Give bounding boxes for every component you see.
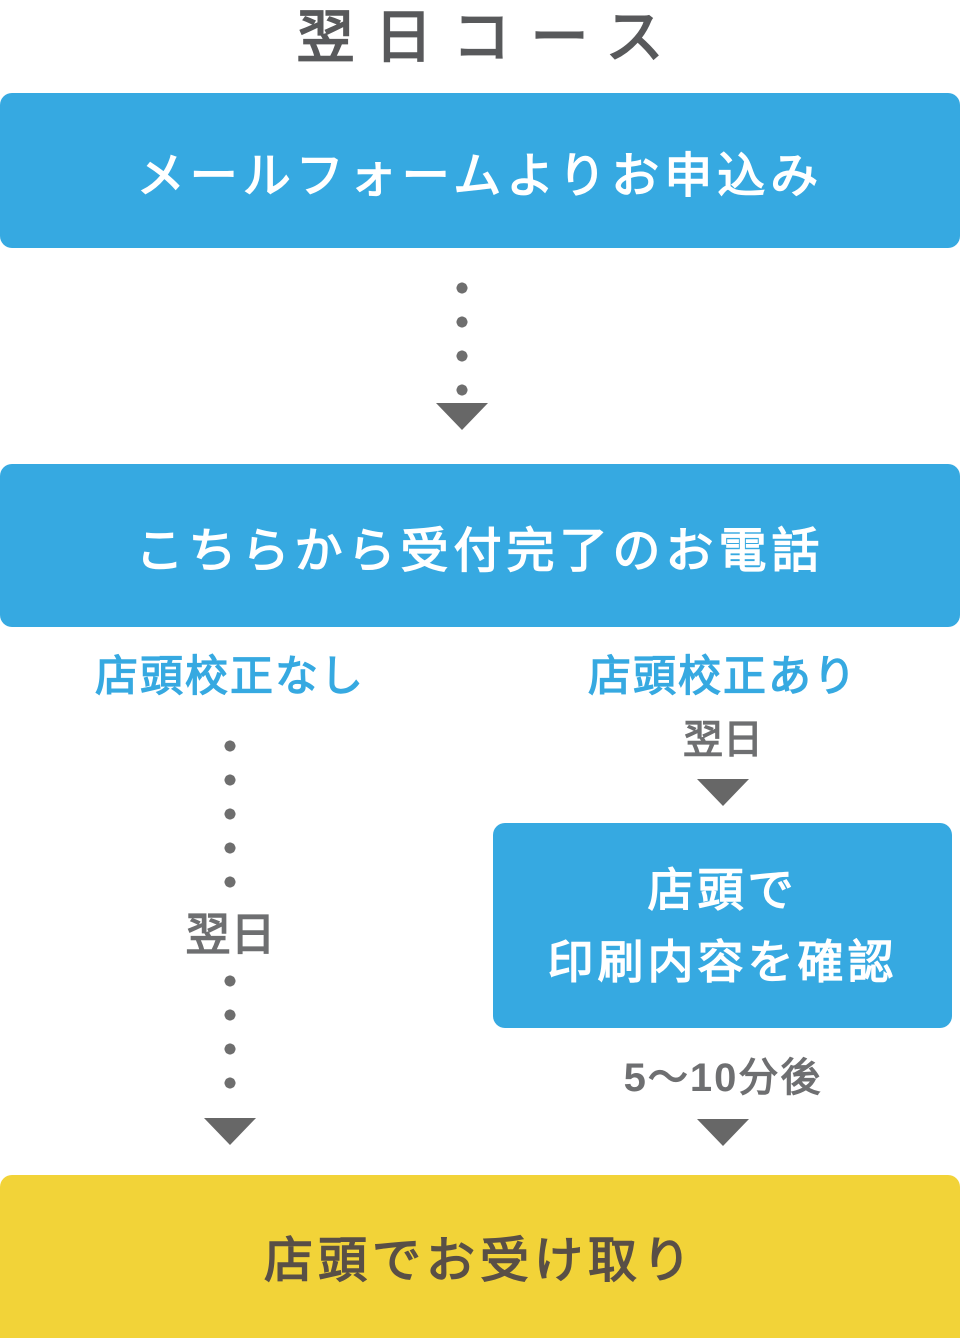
dotted-line	[456, 271, 468, 407]
step-phone-confirm-box: こちらから受付完了のお電話	[0, 464, 960, 627]
step-mail-form-label: メールフォームよりお申込み	[136, 149, 824, 203]
step-store-check-box: 店頭で 印刷内容を確認	[493, 823, 952, 1028]
dotted-line	[224, 729, 236, 899]
step-pickup-box: 店頭でお受け取り	[0, 1175, 960, 1338]
step-store-check-line1: 店頭で	[647, 863, 798, 916]
step-phone-confirm-label: こちらから受付完了のお電話	[135, 524, 825, 578]
arrow-down-icon	[436, 403, 488, 430]
dotted-line	[224, 964, 236, 1100]
branch-with-proof-label: 店頭校正あり	[588, 653, 858, 701]
arrow-down-icon	[204, 1118, 256, 1145]
step-pickup-label: 店頭でお受け取り	[263, 1234, 696, 1288]
left-branch-timing-note: 翌日	[163, 897, 298, 963]
arrow-down-icon	[697, 779, 749, 806]
page-title: 翌日コース	[296, 5, 684, 70]
right-branch-timing-note: 翌日	[683, 718, 763, 762]
step-mail-form-box: メールフォームよりお申込み	[0, 93, 960, 248]
right-branch-wait-note: 5〜10分後	[623, 1056, 823, 1100]
arrow-down-icon	[697, 1119, 749, 1146]
step-store-check-line2: 印刷内容を確認	[547, 935, 898, 988]
branch-no-proof-label: 店頭校正なし	[95, 653, 365, 701]
